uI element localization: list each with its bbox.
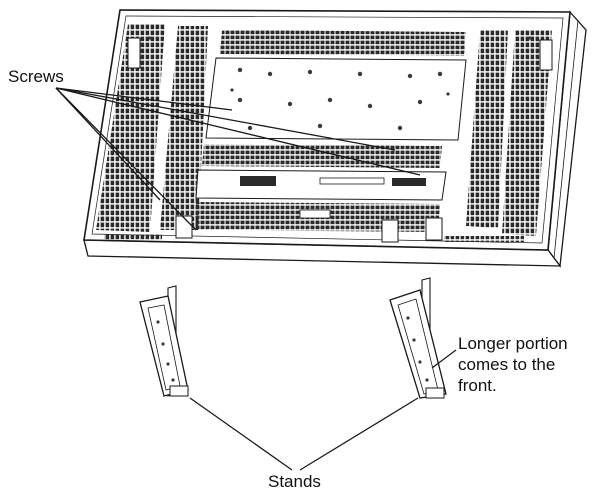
stands-label: Stands	[268, 472, 321, 491]
vent-top-center	[220, 30, 466, 56]
note-line-1: Longer portion	[458, 334, 568, 353]
vent-left-outer	[96, 24, 165, 232]
center-mounting-plate	[205, 57, 467, 141]
screws-leader-lines	[55, 87, 421, 231]
mounting-holes	[148, 36, 532, 131]
note-line-2: comes to the	[458, 355, 556, 374]
note-line-3: front.	[458, 376, 497, 395]
vent-right-outer	[502, 30, 552, 236]
vent-middle-band	[202, 144, 442, 168]
front-orientation-note: Longer portion comes to the front.	[458, 333, 568, 396]
stands-leader-lines	[189, 397, 419, 471]
display-back-panel	[83, 9, 587, 268]
screws-label: Screws	[8, 67, 64, 86]
stand-right	[389, 277, 447, 399]
vent-right-inner	[466, 30, 508, 228]
note-leader-line	[431, 349, 457, 369]
stand-left	[139, 285, 189, 397]
vent-left-inner	[160, 26, 208, 230]
